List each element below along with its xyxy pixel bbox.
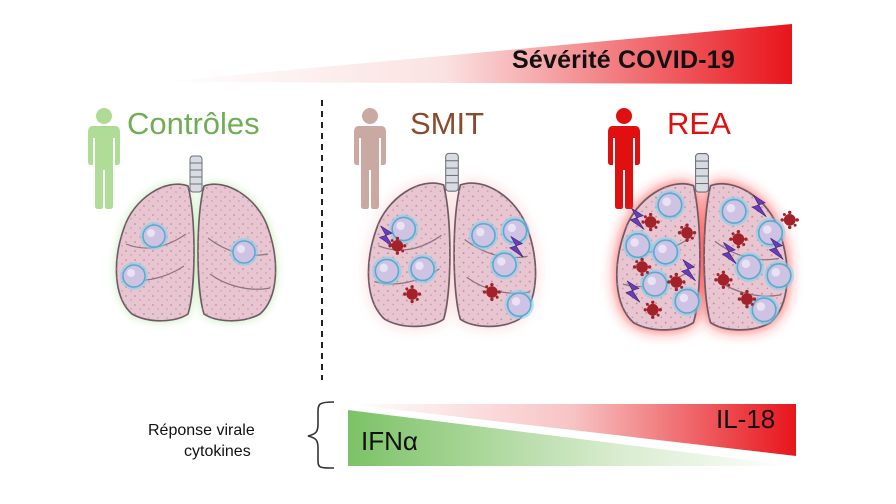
- severity-label: Sévérité COVID-19: [512, 46, 735, 74]
- response-label-line2: cytokines: [184, 443, 251, 460]
- response-brace: [307, 401, 335, 469]
- severity-gradient-bar: [158, 24, 792, 84]
- group-label-rea: REA: [667, 106, 731, 141]
- lungs-controles: [115, 155, 277, 322]
- person-icon-smit: [354, 108, 386, 209]
- group-label-controles: Contrôles: [127, 106, 260, 141]
- group-label-smit: SMIT: [410, 106, 485, 141]
- il18-label: IL-18: [716, 404, 776, 434]
- lungs-smit: [367, 152, 537, 328]
- ifn-alpha-label: IFNα: [361, 426, 418, 456]
- person-icon-controles: [88, 108, 120, 209]
- lungs-rea: [616, 152, 799, 331]
- person-icon-rea: [608, 108, 640, 209]
- ifn-gradient-bar: [348, 410, 796, 466]
- il18-gradient-bar: [348, 404, 796, 456]
- response-label-line1: Réponse virale: [148, 422, 255, 439]
